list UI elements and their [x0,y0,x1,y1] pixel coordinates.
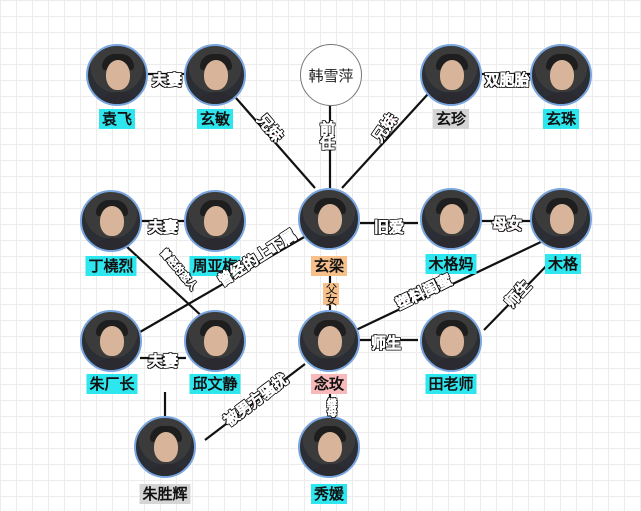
avatar-zhushenghui [134,416,196,478]
link-zhushenghui-nianmei [204,363,306,441]
rel-xuanliang-nianmei: 父女 [323,283,339,305]
rel-yuanfei-xuanmin: 夫妻 [151,71,183,89]
name-zhuchangzhang: 朱厂长 [86,374,138,394]
avatar-zhouyamei [184,190,246,252]
rel-xuanzhen-xuanzhu: 双胞胎 [484,71,530,89]
link-muge-nianmei [355,239,546,331]
name-xuanzhen: 玄珍 [432,109,470,129]
node-hanxueping: 韩雪萍 [300,44,362,106]
name-dingraolie: 丁橈烈 [85,256,137,276]
avatar-nianmei [298,310,360,372]
rel-nianmei-xiuyuan: 继母 [324,398,336,417]
link-zhou-zhu [139,235,307,333]
avatar-xuanliang [298,188,360,250]
avatar-xuanmin [184,44,246,106]
avatar-qiuwenjing [184,310,246,372]
link-ding-qiu [125,245,207,321]
avatar-xuanzhen [420,44,482,106]
name-yuanfei: 袁飞 [98,109,136,129]
link-xuanmin-xuanliang [235,97,316,189]
rel-nianmei-tian: 师生 [370,334,402,352]
avatar-mugema [420,188,482,250]
rel-ding-zhou: 夫妻 [147,218,179,236]
name-xiuyuan: 秀媛 [310,484,348,504]
link-xuanzhen-xuanliang [341,93,429,189]
avatar-zhuchangzhang [80,310,142,372]
name-zhouyamei: 周亚梅 [189,256,241,276]
avatar-xuanzhu [530,44,592,106]
name-xuanmin: 玄敏 [196,109,234,129]
name-qiuwenjing: 邱文静 [189,374,241,394]
name-zhushenghui: 朱胜辉 [139,484,191,504]
avatar-yuanfei [86,44,148,106]
name-nianmei: 念玫 [310,374,348,394]
avatar-xiuyuan [298,416,360,478]
rel-han-xuanliang: 前任 [318,121,337,150]
rel-zhu-qiu: 夫妻 [147,352,179,370]
name-tianlaoshi: 田老师 [425,374,477,394]
link-muge-tian [483,255,557,331]
name-xuanzhu: 玄珠 [542,109,580,129]
name-mugema: 木格妈 [425,254,477,274]
avatar-muge [530,188,592,250]
rel-xuanliang-mugema: 旧爱 [373,218,405,236]
avatar-tianlaoshi [420,310,482,372]
rel-mugema-muge: 母女 [491,215,523,233]
name-xuanliang: 玄梁 [310,256,348,276]
name-muge: 木格 [544,254,582,274]
avatar-dingraolie [80,190,142,252]
